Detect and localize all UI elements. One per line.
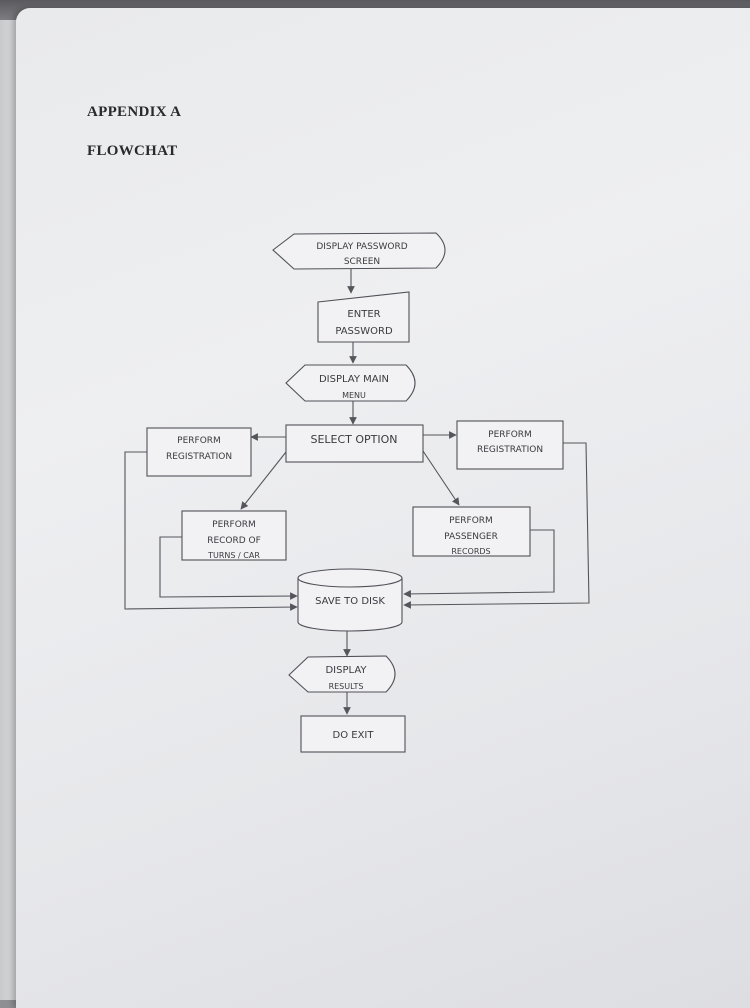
node-perform-record-of-turns: PERFORM RECORD OF TURNS / CAR bbox=[181, 510, 287, 561]
arrow-left-registration-to-save bbox=[124, 451, 298, 611]
node-display-password-screen: DISPLAY PASSWORD SCREEN bbox=[272, 232, 446, 270]
node-do-exit-label: DO EXIT bbox=[333, 730, 375, 741]
node-perform-registration-right: PERFORM REGISTRATION bbox=[456, 420, 564, 470]
node-enter-password-line2: PASSWORD bbox=[335, 326, 393, 337]
node-display-password-line1: DISPLAY PASSWORD bbox=[316, 242, 407, 252]
node-registration-right-line1: PERFORM bbox=[488, 430, 532, 440]
node-display-password-line2: SCREEN bbox=[344, 257, 380, 267]
node-do-exit: DO EXIT bbox=[300, 715, 406, 753]
node-perform-passenger-records: PERFORM PASSENGER RECORDS bbox=[412, 506, 531, 557]
node-passenger-line2: PASSENGER bbox=[444, 532, 498, 542]
node-display-main-menu-line2: MENU bbox=[342, 391, 366, 400]
node-display-results-line2: RESULTS bbox=[329, 682, 364, 691]
arrow-right-registration-to-save bbox=[403, 442, 590, 609]
arrow-select-to-passenger bbox=[422, 450, 460, 506]
arrow-passenger-to-save bbox=[403, 529, 555, 598]
node-record-line3: TURNS / CAR bbox=[207, 551, 260, 560]
node-passenger-line1: PERFORM bbox=[449, 516, 493, 526]
node-display-main-menu-line1: DISPLAY MAIN bbox=[319, 374, 389, 385]
flowchart-heading: FLOWCHAT bbox=[87, 143, 178, 159]
node-display-results-line1: DISPLAY bbox=[325, 665, 367, 676]
node-registration-left-line1: PERFORM bbox=[177, 436, 221, 446]
paper-page bbox=[16, 8, 750, 1008]
node-save-to-disk-label: SAVE TO DISK bbox=[315, 596, 385, 607]
node-registration-left-line2: REGISTRATION bbox=[166, 452, 232, 462]
flowchart-connectors bbox=[124, 268, 590, 715]
node-perform-registration-left: PERFORM REGISTRATION bbox=[146, 427, 252, 477]
node-record-line1: PERFORM bbox=[212, 520, 256, 530]
arrow-record-to-save bbox=[159, 536, 298, 600]
node-save-to-disk: SAVE TO DISK bbox=[297, 568, 403, 632]
node-display-results: DISPLAY RESULTS bbox=[288, 655, 396, 693]
arrow-select-to-record bbox=[240, 451, 287, 510]
node-display-main-menu: DISPLAY MAIN MENU bbox=[285, 364, 416, 402]
appendix-heading: APPENDIX A bbox=[87, 104, 182, 120]
node-select-option: SELECT OPTION bbox=[285, 424, 424, 463]
node-enter-password: ENTER PASSWORD bbox=[317, 291, 410, 343]
node-passenger-line3: RECORDS bbox=[451, 547, 490, 556]
node-record-line2: RECORD OF bbox=[207, 536, 261, 546]
node-registration-right-line2: REGISTRATION bbox=[477, 445, 543, 455]
node-select-option-label: SELECT OPTION bbox=[310, 433, 397, 446]
node-enter-password-line1: ENTER bbox=[347, 309, 380, 320]
